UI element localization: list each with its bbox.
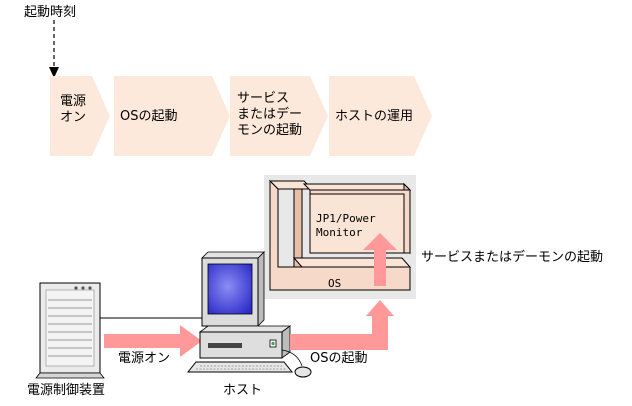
power-unit-led [74,286,78,290]
host-power-led [271,341,275,346]
step-label-service: サービス またはデー モンの起動 [237,91,303,138]
step-label-power-on: 電源 オン [60,94,87,125]
monitor-screen [207,263,253,315]
power-unit-led [81,286,85,290]
start-arrowhead [49,67,59,78]
step-label-host-operation: ホストの運用 [335,109,414,124]
mouse [294,366,312,378]
os-label: OS [328,277,342,290]
power-on-arrow [104,325,202,357]
step-shape-power-on [50,76,110,156]
service-start-label: サービスまたはデーモンの起動 [421,250,604,265]
power-unit-front [45,289,95,367]
os-boot-arrow [290,300,394,350]
step-shape-host-operation [329,76,432,156]
step-shape-service [230,76,328,156]
app-box-top [302,183,412,191]
host-drive-slot [208,343,242,348]
power-on-label: 電源オン [118,351,171,366]
power-unit-base [35,372,105,379]
host-unit-side [281,325,291,359]
monitor-top [201,251,265,259]
os-layer-step [292,257,412,268]
service-start-arrow [363,233,397,286]
keyboard [186,361,294,373]
power-unit-led [88,286,92,290]
step-label-os-boot: OSの起動 [120,109,178,124]
app-box-inner [309,193,405,254]
app-name-label: JP1/Power Monitor [316,212,376,239]
mouse-cable [281,349,303,367]
start-time-label: 起動時刻 [24,5,77,20]
monitor-side [257,251,265,327]
host-unit-top [198,325,292,333]
power-unit-label: 電源制御装置 [27,383,106,398]
step-shape-os-boot [114,76,230,156]
host-label: ホスト [223,383,263,398]
os-boot-label: OSの起動 [310,351,368,366]
os-layer-inner [293,188,303,268]
